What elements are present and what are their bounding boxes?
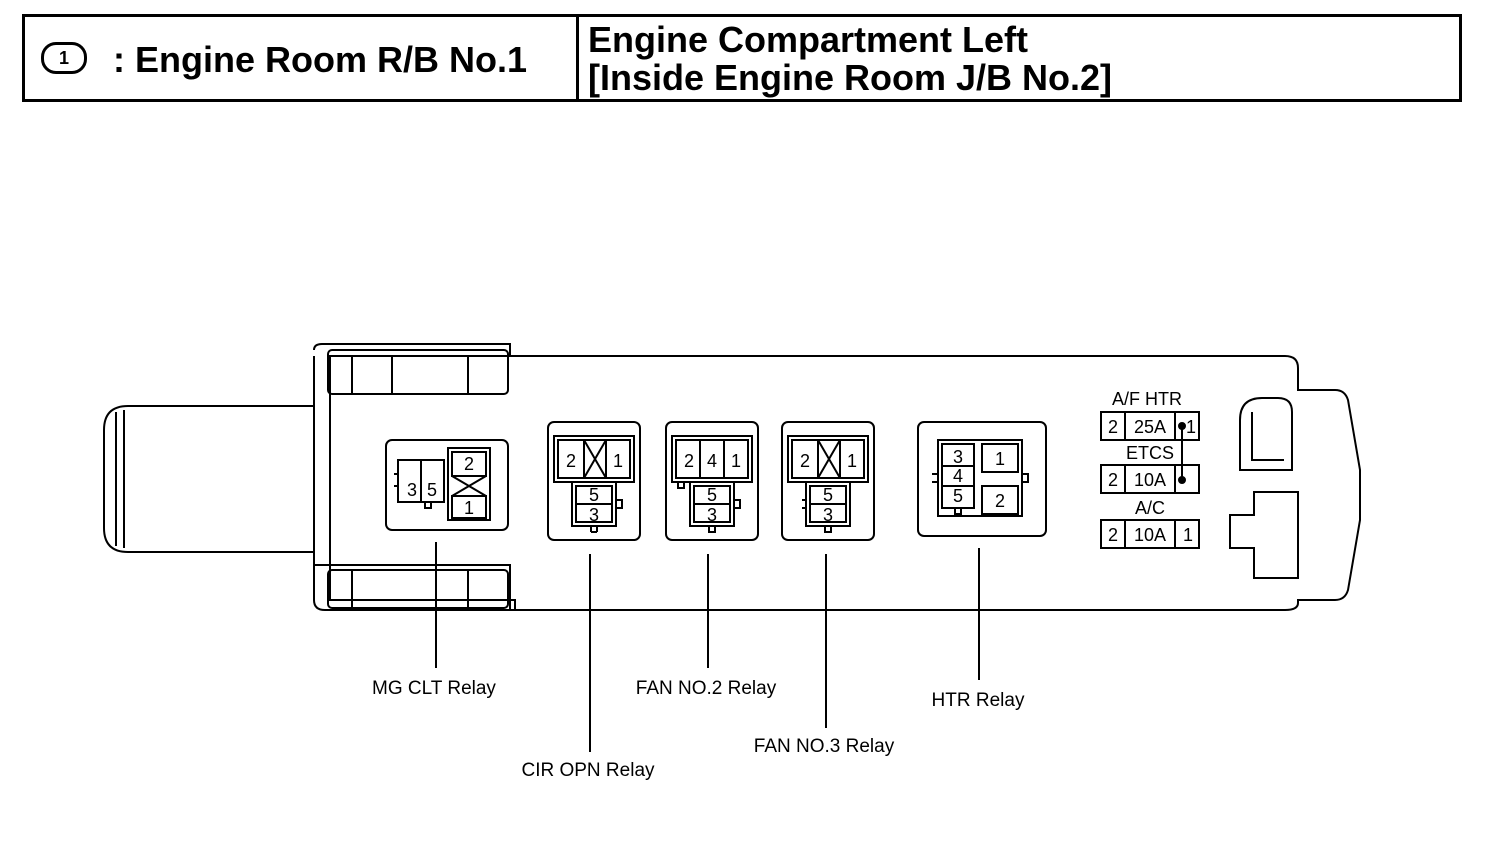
htr-pin-5: 5 xyxy=(953,486,963,506)
relay-block-title: : Engine Room R/B No.1 xyxy=(113,39,527,80)
fuse-af-htr-pin-left: 2 xyxy=(1108,417,1118,437)
mg-clt-pin-5: 5 xyxy=(427,480,437,500)
fuse-etcs xyxy=(1100,464,1200,494)
location-line-1: Engine Compartment Left xyxy=(588,19,1029,60)
htr-pin-4: 4 xyxy=(953,466,963,486)
htr-pin-1: 1 xyxy=(995,449,1005,469)
mg-clt-pin-3: 3 xyxy=(407,480,417,500)
cir-opn-pin-1: 1 xyxy=(613,451,623,471)
cir-opn-pin-5: 5 xyxy=(589,485,599,505)
cir-opn-pin-3: 3 xyxy=(589,505,599,525)
label-fan-no2-relay: FAN NO.2 Relay xyxy=(636,678,777,699)
htr-pin-3: 3 xyxy=(953,447,963,467)
fuse-af-htr xyxy=(1100,411,1200,441)
htr-pin-2: 2 xyxy=(995,491,1005,511)
fuse-af-htr-pin-right: 1 xyxy=(1186,417,1196,437)
htr-relay xyxy=(917,421,1047,537)
title-block: 1 : Engine Room R/B No.1 Engine Compartme… xyxy=(22,14,1462,102)
fuse-ac xyxy=(1100,519,1200,549)
fuse-ac-rating: 10A xyxy=(1134,525,1166,545)
fuse-jumper xyxy=(1178,422,1186,484)
fuse-ac-pin-right: 1 xyxy=(1183,525,1193,545)
relay-block-housing xyxy=(103,343,1361,611)
fuse-etcs-pin-left: 2 xyxy=(1108,470,1118,490)
label-fan-no3-relay: FAN NO.3 Relay xyxy=(754,736,895,757)
fuse-etcs-rating: 10A xyxy=(1134,470,1166,490)
title-right: Engine Compartment Left [Inside Engine R… xyxy=(588,21,1112,97)
fan2-pin-3: 3 xyxy=(707,505,717,525)
fan3-pin-2: 2 xyxy=(800,451,810,471)
cir-opn-relay xyxy=(547,421,641,541)
fan3-pin-5: 5 xyxy=(823,485,833,505)
fan2-pin-2: 2 xyxy=(684,451,694,471)
mg-clt-relay xyxy=(385,439,509,531)
fuse-af-htr-name: A/F HTR xyxy=(1112,389,1182,409)
leader-lines xyxy=(435,542,980,752)
fuse-ac-name: A/C xyxy=(1135,498,1165,518)
location-line-2: [Inside Engine Room J/B No.2] xyxy=(588,57,1113,98)
label-cir-opn-relay: CIR OPN Relay xyxy=(521,760,655,781)
fuse-af-htr-rating: 25A xyxy=(1134,417,1166,437)
title-left: 1 : Engine Room R/B No.1 xyxy=(41,39,527,81)
fuse-ac-pin-left: 2 xyxy=(1108,525,1118,545)
fan-no2-relay xyxy=(665,421,759,541)
fan3-pin-3: 3 xyxy=(823,505,833,525)
mg-clt-pin-1: 1 xyxy=(464,498,474,518)
fan2-pin-1: 1 xyxy=(731,451,741,471)
fan2-pin-5: 5 xyxy=(707,485,717,505)
label-htr-relay: HTR Relay xyxy=(932,690,1025,711)
label-mg-clt-relay: MG CLT Relay xyxy=(372,678,496,699)
title-divider xyxy=(576,17,579,99)
location-badge: 1 xyxy=(41,42,87,75)
fan-no3-relay xyxy=(781,421,875,541)
fuse-etcs-name: ETCS xyxy=(1126,443,1174,463)
mg-clt-pin-2: 2 xyxy=(464,454,474,474)
fan2-pin-4: 4 xyxy=(707,451,717,471)
fan3-pin-1: 1 xyxy=(847,451,857,471)
cir-opn-pin-2: 2 xyxy=(566,451,576,471)
